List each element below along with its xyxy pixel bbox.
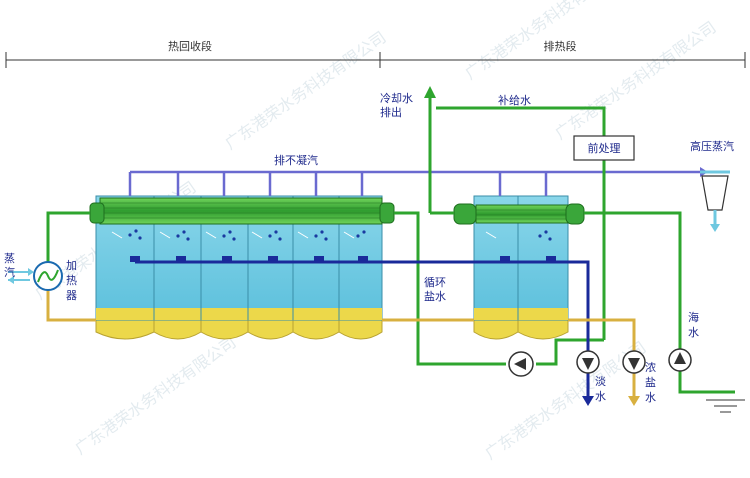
fresh-water-label: 淡水 <box>595 375 606 403</box>
pretreatment-label: 前处理 <box>588 141 621 155</box>
section-heat-rejection: 排热段 <box>544 39 577 53</box>
circ-brine-fo: 循环盐水 <box>424 276 446 303</box>
seawater-pump <box>668 348 692 372</box>
heater <box>8 261 63 291</box>
makeup-water-label: 补给水 <box>498 94 531 107</box>
fresh-water-pump <box>576 350 600 374</box>
brine-label: 浓盐水 <box>645 361 656 404</box>
heater-fo: 加热器 <box>66 259 77 302</box>
seawater-loop <box>46 96 735 394</box>
hp-steam-ejector <box>700 170 730 232</box>
heat-rejection-module <box>453 195 585 340</box>
watermark-5: 广东港荣水务科技有限公司 <box>71 333 239 459</box>
heat-recovery-module <box>89 195 395 340</box>
circulation-pump <box>508 351 534 377</box>
steam-fo: 蒸汽 <box>4 252 15 279</box>
noncondensable-line <box>128 170 700 196</box>
sea-surface-icon <box>706 399 745 413</box>
watermark-2: 广东港荣水务科技有限公司 <box>221 28 389 154</box>
seawater-label: 海水 <box>688 311 699 339</box>
fresh-water-line <box>135 260 590 398</box>
noncondensable-label: 排不凝汽 <box>274 153 318 167</box>
seawater-fo: 海水 <box>688 311 699 339</box>
fresh-water-fo: 淡水 <box>595 375 606 403</box>
cooling-water-out-label: 冷却水排出 <box>380 92 413 119</box>
heater-label: 加热器 <box>66 259 77 302</box>
brine-fo: 浓盐水 <box>645 361 656 404</box>
pretreatment-box <box>573 135 635 161</box>
cooling-water-out-fo: 冷却水排出 <box>380 92 413 119</box>
brine-pump <box>622 350 646 374</box>
watermark-3: 广东港荣水务科技有限公司 <box>551 18 719 144</box>
hp-steam-label: 高压蒸汽 <box>690 139 734 153</box>
brine-line <box>46 290 636 398</box>
steam-label: 蒸汽 <box>4 252 15 279</box>
circ-brine-label: 循环盐水 <box>424 276 446 303</box>
brine-scallops <box>95 317 383 340</box>
section-ruler <box>5 52 746 68</box>
section-heat-recovery: 热回收段 <box>168 39 212 53</box>
